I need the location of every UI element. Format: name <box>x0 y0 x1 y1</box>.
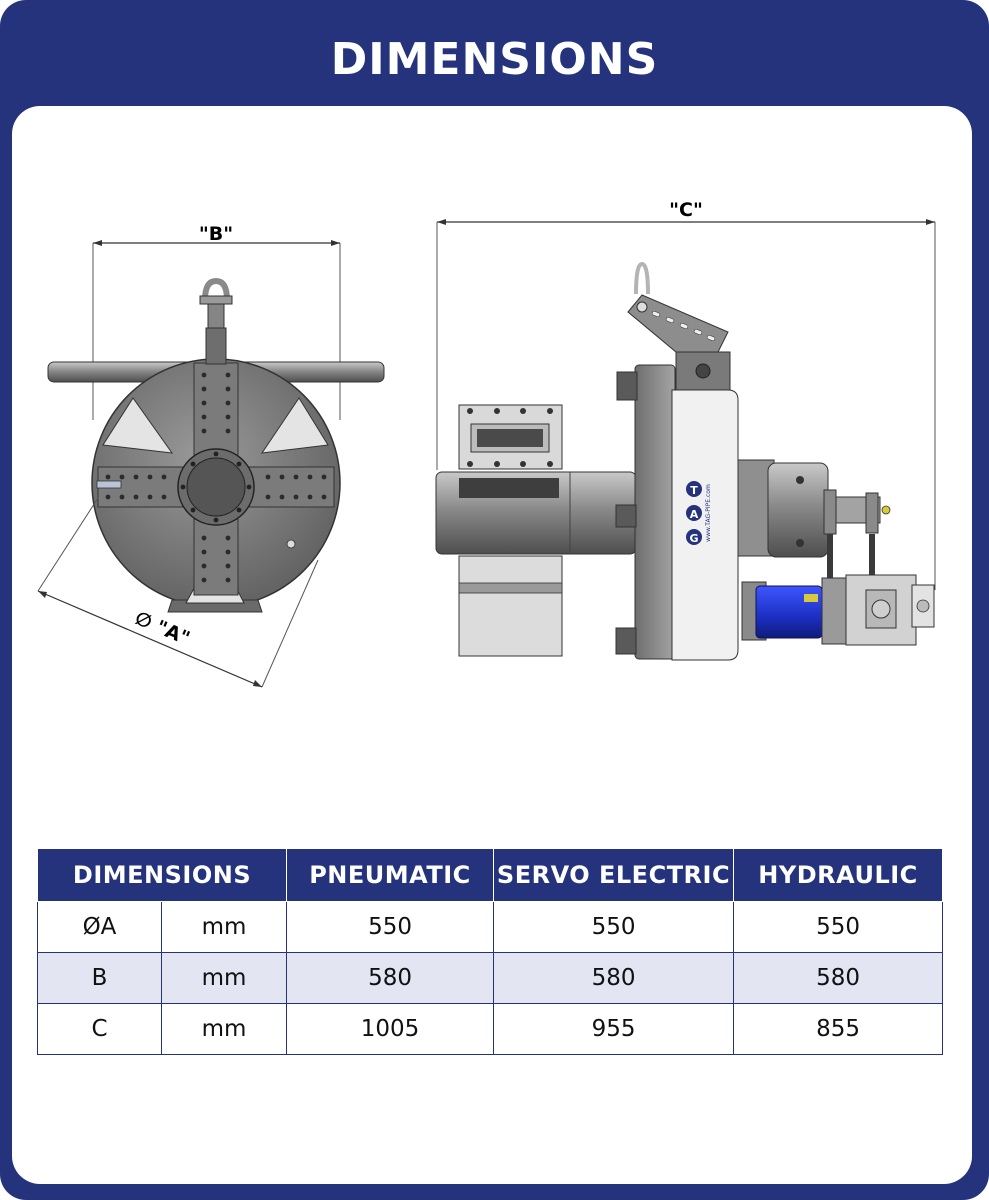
header-dimensions: DIMENSIONS <box>36 848 288 902</box>
label-a: ∅ "A" <box>132 607 193 650</box>
table-header-row: DIMENSIONS PNEUMATIC SERVO ELECTRIC HYDR… <box>36 848 944 902</box>
pneumatic-cell: 550 <box>286 901 495 953</box>
unit-cell: mm <box>160 952 288 1004</box>
dimension-cell: ØA <box>37 901 162 953</box>
table-row: ØA mm 550 550 550 <box>37 901 944 953</box>
label-b: "B" <box>199 223 233 245</box>
lifting-shackle <box>199 277 233 365</box>
servo-cell: 550 <box>493 901 735 953</box>
dimension-c: "C" <box>436 199 936 590</box>
header-hydraulic: HYDRAULIC <box>733 848 944 902</box>
servo-cell: 580 <box>493 952 735 1004</box>
page-title: DIMENSIONS <box>330 34 659 85</box>
unit-cell: mm <box>160 901 288 953</box>
pneumatic-cell: 580 <box>286 952 495 1004</box>
svg-text:T: T <box>690 484 698 497</box>
tag-logo: T A G www.TAG-PIPE.com <box>686 481 712 545</box>
pneumatic-cell: 1005 <box>286 1003 495 1055</box>
table-row: B mm 580 580 580 <box>37 952 944 1004</box>
unit-cell: mm <box>160 1003 288 1055</box>
hydraulic-cell: 580 <box>733 952 944 1004</box>
hydraulic-cell: 855 <box>733 1003 944 1055</box>
hydraulic-cell: 550 <box>733 901 944 953</box>
dimension-b: "B" <box>92 223 341 420</box>
header-pneumatic: PNEUMATIC <box>286 848 495 902</box>
header-servo-electric: SERVO ELECTRIC <box>493 848 735 902</box>
dimension-cell: B <box>37 952 162 1004</box>
logo-url: www.TAG-PIPE.com <box>705 484 712 542</box>
svg-text:G: G <box>689 532 698 545</box>
servo-cell: 955 <box>493 1003 735 1055</box>
dimensions-table: DIMENSIONS PNEUMATIC SERVO ELECTRIC HYDR… <box>36 848 944 1055</box>
front-view: "B" <box>37 223 385 688</box>
svg-text:A: A <box>690 508 699 521</box>
label-c: "C" <box>669 199 703 221</box>
side-view: "C" <box>435 199 936 661</box>
table-row: C mm 1005 955 855 <box>37 1003 944 1055</box>
dimension-cell: C <box>37 1003 162 1055</box>
